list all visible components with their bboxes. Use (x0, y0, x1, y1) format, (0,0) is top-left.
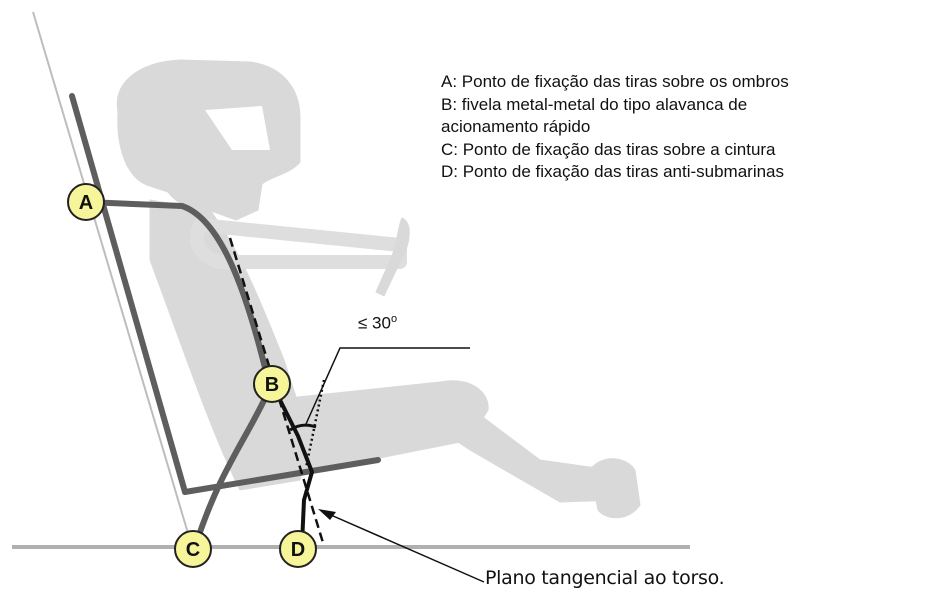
marker-a-label: A (79, 192, 93, 214)
legend-line-b-continued: acionamento rápido (441, 117, 591, 136)
legend-line-d: D: Ponto de fixação das tiras anti-subma… (441, 162, 785, 181)
angle-value: ≤ 30 (358, 313, 391, 333)
marker-c: C (174, 530, 212, 568)
marker-d-label: D (291, 539, 305, 561)
legend-line-c: C: Ponto de fixação das tiras sobre a ci… (441, 139, 776, 159)
angle-arc (289, 423, 317, 432)
plane-arrow-head (318, 509, 336, 520)
legend-line-b: B: fivela metal-metal do tipo alavanca d… (441, 94, 748, 114)
angle-unit: o (390, 313, 398, 325)
marker-b: B (253, 365, 291, 403)
marker-b-label: B (265, 374, 279, 396)
anti-submarine-strap (270, 383, 314, 545)
seat-back-reference-line (32, 11, 191, 541)
marker-d: D (279, 530, 317, 568)
plane-label: Plano tangencial ao torso. (485, 567, 725, 589)
legend-line-a: A: Ponto de fixação das tiras sobre os o… (441, 72, 789, 91)
driver-silhouette (116, 59, 641, 519)
legend: A: Ponto de fixação das tiras sobre os o… (441, 71, 789, 184)
marker-a: A (67, 183, 105, 221)
plane-leader-line (323, 511, 485, 583)
marker-c-label: C (186, 539, 200, 561)
seat-frame (69, 93, 381, 547)
angle-leader-line (305, 347, 470, 425)
angle-label: ≤ 30o (358, 313, 397, 334)
